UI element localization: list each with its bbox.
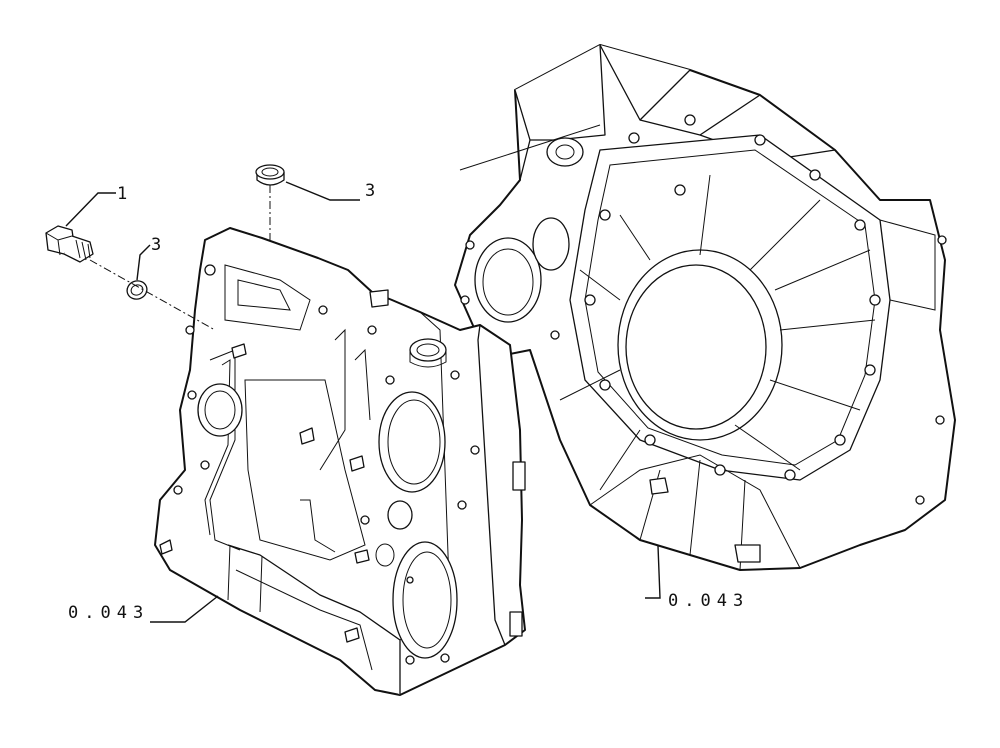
callout-0043-left-label: 0.043: [68, 603, 149, 623]
assembly-axis-plug: [89, 259, 216, 331]
callout-3-top-label: 3: [365, 181, 375, 201]
leader-0043-left: [150, 595, 219, 623]
leader-1: [65, 192, 116, 227]
leader-3-small: [136, 244, 151, 281]
leader-3-top: [285, 181, 360, 201]
callout-1-label: 1: [117, 184, 127, 204]
sealing-ring-top: [255, 164, 285, 186]
flywheel-housing: [454, 44, 956, 571]
callout-0043-right-label: 0.043: [668, 591, 749, 611]
callout-3-small-label: 3: [151, 235, 161, 255]
leader-0043-right: [645, 545, 661, 599]
plug-bolt: [45, 225, 94, 263]
assembly-axis-housing: [459, 124, 601, 171]
timing-cover: [154, 227, 526, 696]
sealing-ring: [126, 280, 148, 300]
